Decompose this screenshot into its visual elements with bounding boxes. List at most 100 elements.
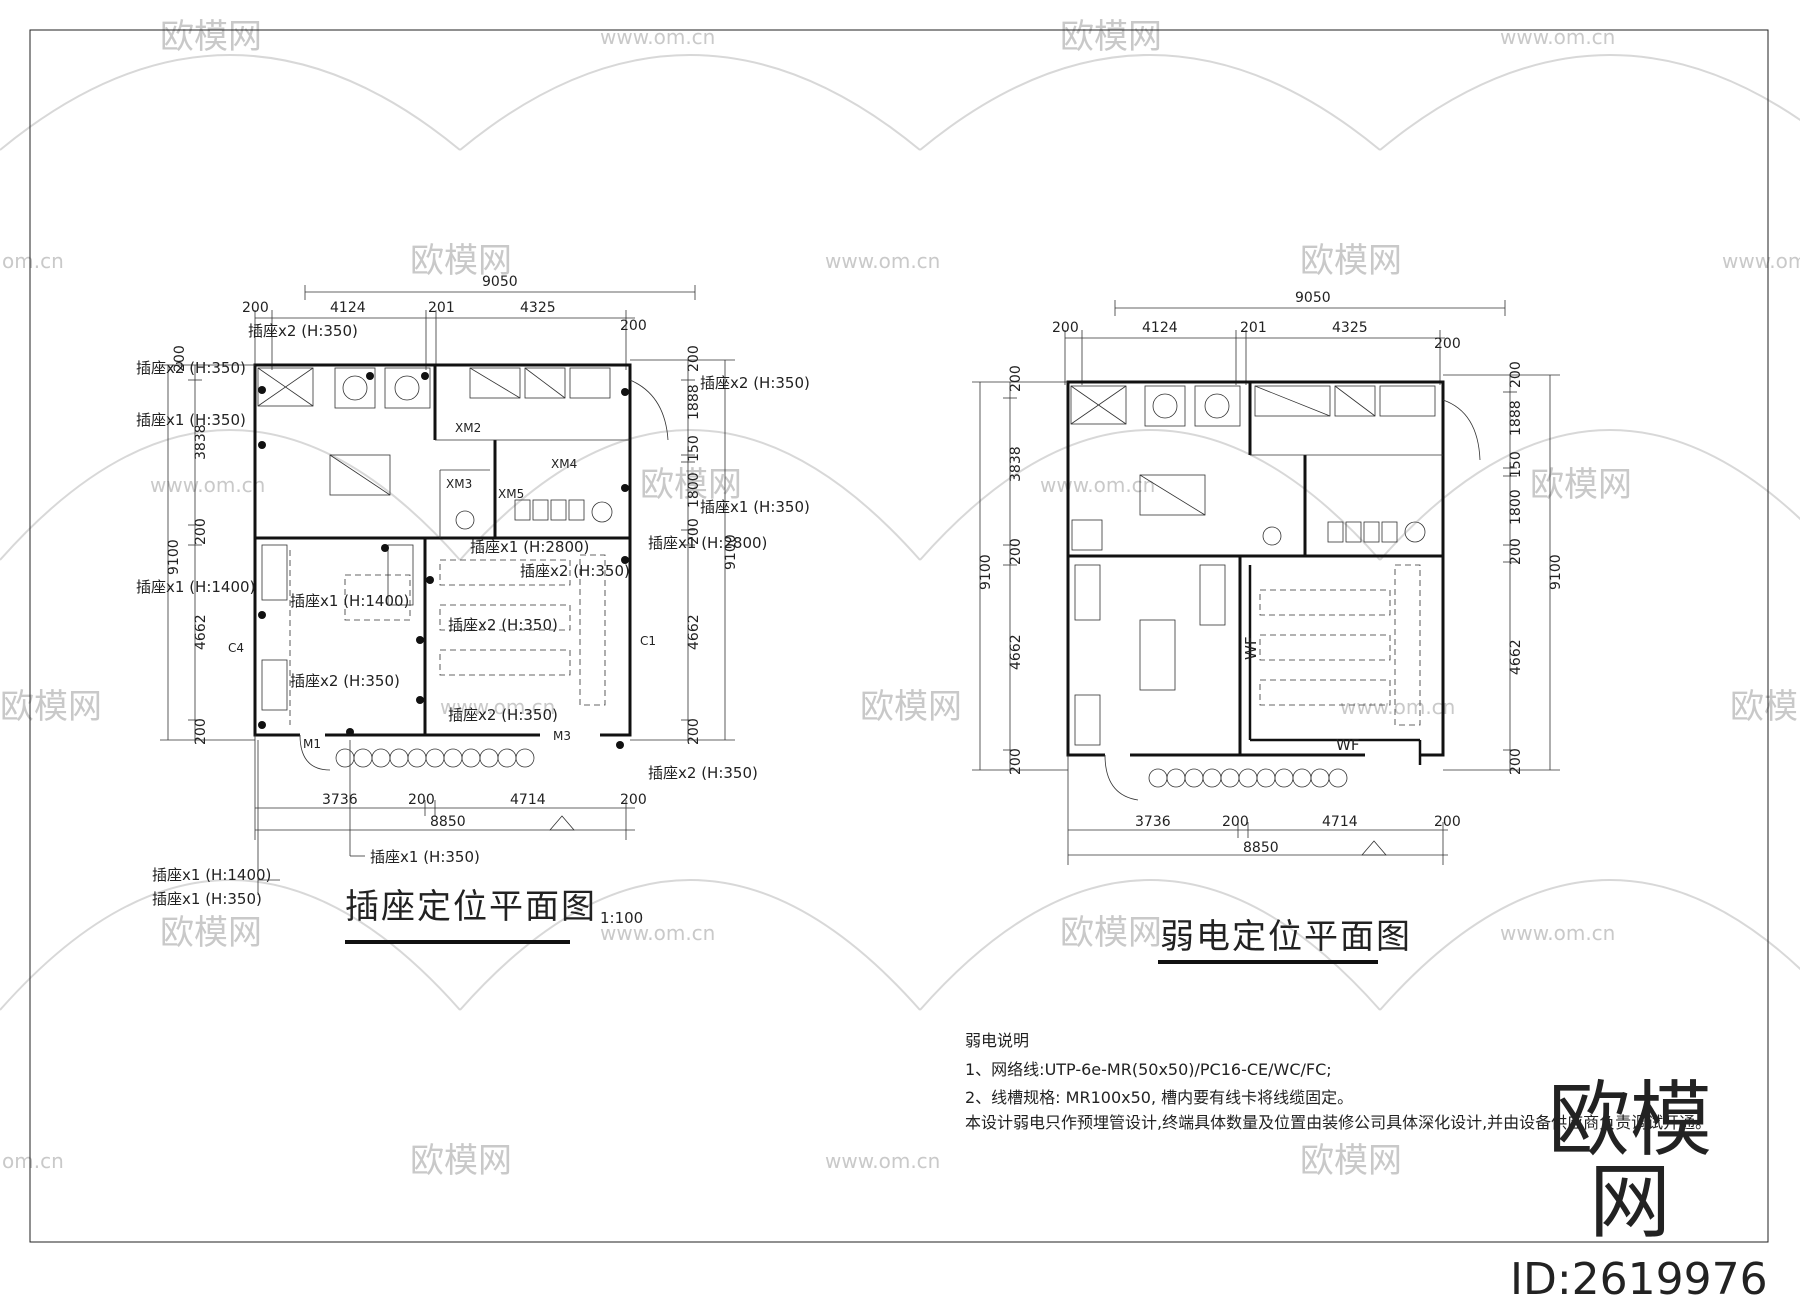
dim-right: 200 (686, 518, 702, 545)
plan-right: 9050 200 4124 201 4325 200 (972, 290, 1564, 964)
socket-label: 插座x1 (H:1400) (290, 592, 409, 610)
socket-label: 插座x1 (H:350) (152, 890, 262, 908)
dim-left: 4662 (1008, 634, 1024, 670)
watermark-url: om.cn (2, 1149, 64, 1173)
watermark-logo: 欧模网 (0, 687, 102, 727)
wf-label: WF (1242, 637, 1260, 660)
dim-top: 4325 (1332, 320, 1368, 336)
dim-right: 1800 (686, 472, 702, 508)
dim-right: 1800 (1508, 489, 1524, 525)
watermark-url: www.om.cn (1340, 695, 1455, 719)
watermarks: 欧模网 www.om.cn 欧模网 www.om.cn om.cn 欧模网 ww… (0, 17, 1800, 1181)
dim-right: 1888 (1508, 400, 1524, 436)
dim-right: 150 (1508, 451, 1524, 478)
plan-scale: 1:100 (600, 909, 643, 927)
door-label: XM4 (551, 457, 577, 471)
dim-bottom: 3736 (1135, 814, 1171, 830)
notes-line: 1、网络线:UTP-6e-MR(50x50)/PC16-CE/WC/FC; (965, 1060, 1332, 1079)
watermark-url: www.om.cn (1500, 25, 1615, 49)
socket-label: 插座x1 (H:350) (700, 498, 810, 516)
watermark-url: om.cn (2, 249, 64, 273)
socket-label: 插座x1 (H:350) (136, 411, 246, 429)
notes: 弱电说明 1、网络线:UTP-6e-MR(50x50)/PC16-CE/WC/F… (965, 1031, 1711, 1132)
watermark-url: www.om.cn (440, 695, 555, 719)
dim-left: 200 (1008, 538, 1024, 565)
dim-bottom: 200 (1434, 814, 1461, 830)
watermark-url: www.om.cn (600, 921, 715, 945)
dim-right: 150 (686, 435, 702, 462)
dim-total-top: 9050 (1295, 290, 1331, 306)
socket-label: 插座x2 (H:350) (136, 359, 246, 377)
dim-bottom: 200 (620, 792, 647, 808)
socket-label: 插座x2 (H:350) (248, 322, 358, 340)
dim-total-bottom: 8850 (430, 814, 466, 830)
dim-total-side: 9100 (723, 534, 739, 570)
plan-title: 插座定位平面图 (345, 887, 597, 927)
watermark-logo: 欧模网 (1730, 687, 1800, 727)
drawing-sheet: 欧模网 www.om.cn 欧模网 www.om.cn om.cn 欧模网 ww… (0, 17, 1800, 1243)
dim-left: 200 (172, 345, 188, 372)
socket-label: 插座x1 (H:2800) (648, 534, 767, 552)
brand-logo-text: 欧模网 (1547, 1073, 1712, 1250)
dim-top: 200 (620, 318, 647, 334)
dim-bottom: 200 (408, 792, 435, 808)
dim-right: 4662 (1508, 639, 1524, 675)
watermark-url: www.om.cn (600, 25, 715, 49)
dim-right: 200 (1508, 538, 1524, 565)
socket-label: 插座x2 (H:350) (290, 672, 400, 690)
notes-line: 本设计弱电只作预埋管设计,终端具体数量及位置由装修公司具体深化设计,并由设备供应… (965, 1113, 1711, 1132)
watermark-url: www.om.cn (825, 249, 940, 273)
plan-left: 9050 200 4124 201 4325 200 (136, 274, 810, 944)
dim-top: 4325 (520, 300, 556, 316)
dim-right: 200 (686, 718, 702, 745)
watermark-logo: 欧模网 (160, 913, 262, 953)
watermark-logo: 欧模网 (1060, 17, 1162, 57)
wf-label: WF (1336, 736, 1359, 754)
door-label: XM3 (446, 477, 472, 491)
dim-right: 200 (1508, 748, 1524, 775)
dim-left: 3838 (1008, 446, 1024, 482)
dim-bottom: 4714 (1322, 814, 1358, 830)
watermark-url: www.om.cn (150, 473, 265, 497)
dim-top: 200 (242, 300, 269, 316)
socket-label: 插座x1 (H:1400) (136, 578, 255, 596)
dim-right: 200 (1508, 361, 1524, 388)
dim-left: 4662 (193, 614, 209, 650)
door-label: XM5 (498, 487, 524, 501)
watermark-logo: 欧模网 (160, 17, 262, 57)
dim-total-side: 9100 (166, 539, 182, 575)
watermark-logo: 欧模网 (410, 1141, 512, 1181)
dim-left: 200 (193, 718, 209, 745)
watermark-logo: 欧模网 (1060, 913, 1162, 953)
watermark-url: www.om.cn (825, 1149, 940, 1173)
watermark-url: www.om.cn (1722, 249, 1800, 273)
door-label: M3 (553, 729, 571, 743)
watermark-arcs (0, 54, 1800, 1011)
dim-left: 200 (193, 518, 209, 545)
dim-total-bottom: 8850 (1243, 840, 1279, 856)
watermark-logo: 欧模网 (1530, 465, 1632, 505)
dim-right: 4662 (686, 614, 702, 650)
dim-top: 200 (1434, 336, 1461, 352)
socket-label: 插座x1 (H:1400) (152, 866, 271, 884)
dim-total-top: 9050 (482, 274, 518, 290)
watermark-logo: 欧模网 (1300, 1141, 1402, 1181)
dim-top: 200 (1052, 320, 1079, 336)
watermark-logo: 欧模网 (1300, 241, 1402, 281)
dim-right: 1888 (686, 384, 702, 420)
dim-right: 200 (686, 345, 702, 372)
dim-total-side: 9100 (1548, 554, 1564, 590)
brand-block: 欧模网 ID:2619976 (1510, 1073, 1768, 1305)
notes-heading: 弱电说明 (965, 1031, 1029, 1050)
dim-top: 4124 (330, 300, 366, 316)
dim-top: 201 (1240, 320, 1267, 336)
socket-label: 插座x2 (H:350) (700, 374, 810, 392)
watermark-logo: 欧模网 (410, 241, 512, 281)
dim-top: 4124 (1142, 320, 1178, 336)
socket-label: 插座x2 (H:350) (520, 562, 630, 580)
window-label: C1 (640, 634, 656, 648)
window-label: C4 (228, 641, 244, 655)
watermark-logo: 欧模网 (860, 687, 962, 727)
notes-line: 2、线槽规格: MR100x50, 槽内要有线卡将线缆固定。 (965, 1088, 1353, 1107)
dim-left: 3838 (193, 424, 209, 460)
